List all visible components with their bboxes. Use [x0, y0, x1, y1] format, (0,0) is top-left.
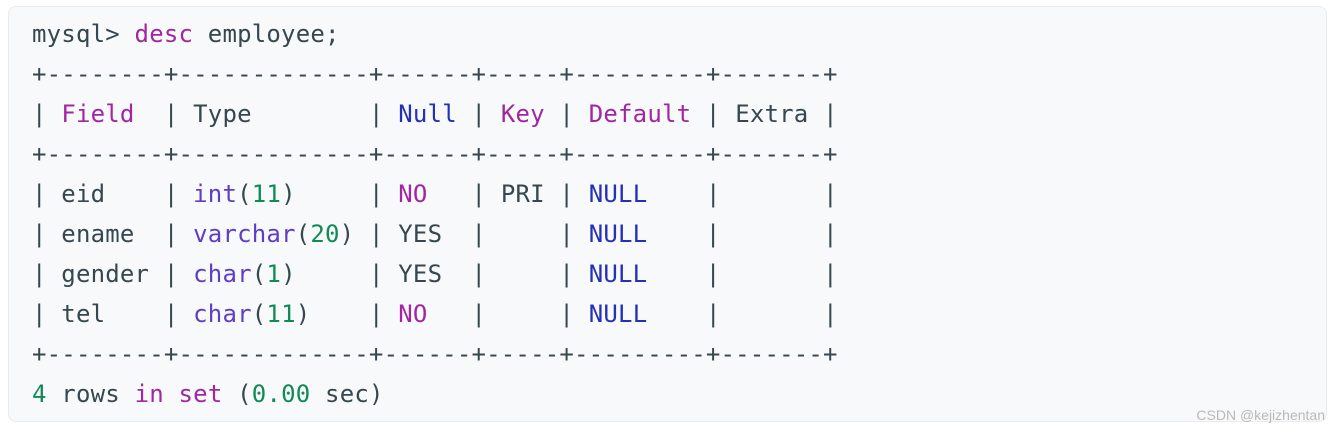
- code-segment: 4: [32, 380, 47, 408]
- command-line: mysql> desc employee;: [32, 14, 1303, 54]
- code-segment: +--------+-------------+------+-----+---…: [32, 140, 838, 168]
- code-segment: | eid |: [32, 180, 194, 208]
- code-segment: | ename |: [32, 220, 194, 248]
- code-segment: desc: [134, 20, 194, 48]
- code-segment: +--------+-------------+------+-----+---…: [32, 60, 838, 88]
- code-segment: varchar: [193, 220, 296, 248]
- code-segment: [164, 380, 179, 408]
- code-segment: Default: [588, 100, 692, 128]
- table-header-row: | Field | Type | Null | Key | Default | …: [32, 94, 1303, 134]
- code-segment: char: [193, 260, 252, 288]
- code-segment: | PRI |: [427, 180, 589, 208]
- code-segment: 1: [266, 260, 282, 288]
- status-line: 4 rows in set (0.00 sec): [32, 374, 1303, 414]
- code-segment: NO: [398, 180, 428, 208]
- code-segment: ) | YES | |: [339, 220, 589, 248]
- code-segment: +--------+-------------+------+-----+---…: [32, 340, 838, 368]
- code-segment: NO: [398, 300, 428, 328]
- code-segment: NULL: [588, 300, 648, 328]
- code-segment: NULL: [588, 220, 648, 248]
- code-segment: ) | YES | |: [281, 260, 589, 288]
- table-border-top: +--------+-------------+------+-----+---…: [32, 54, 1303, 94]
- code-segment: Key: [500, 100, 545, 128]
- code-segment: int: [193, 180, 238, 208]
- code-segment: | tel |: [32, 300, 194, 328]
- table-border-middle: +--------+-------------+------+-----+---…: [32, 134, 1303, 174]
- code-segment: 20: [310, 220, 340, 248]
- code-segment: | |: [647, 300, 838, 328]
- code-segment: NULL: [588, 180, 648, 208]
- code-segment: employee;: [193, 20, 340, 48]
- code-segment: 11: [266, 300, 296, 328]
- code-segment: char: [193, 300, 252, 328]
- code-segment: |: [32, 100, 62, 128]
- code-segment: mysql>: [32, 20, 135, 48]
- table-border-bottom: +--------+-------------+------+-----+---…: [32, 334, 1303, 374]
- code-segment: | |: [647, 220, 838, 248]
- code-segment: |: [544, 100, 589, 128]
- table-row-ename: | ename | varchar(20) | YES | | NULL | |: [32, 214, 1303, 254]
- code-segment: ) |: [281, 180, 399, 208]
- code-segment: | Type |: [134, 100, 399, 128]
- code-segment: 11: [251, 180, 282, 208]
- csdn-watermark: CSDN @kejizhentan: [1196, 407, 1325, 423]
- code-segment: Null: [398, 100, 457, 128]
- code-segment: sec): [310, 380, 384, 408]
- code-segment: rows: [46, 380, 135, 408]
- code-segment: | Extra |: [691, 100, 838, 128]
- code-segment: ) |: [295, 300, 399, 328]
- table-row-gender: | gender | char(1) | YES | | NULL | |: [32, 254, 1303, 294]
- code-segment: in: [134, 380, 164, 408]
- mysql-terminal-output: mysql> desc employee; +--------+---------…: [8, 6, 1327, 422]
- code-segment: 0.00: [251, 380, 311, 408]
- table-row-tel: | tel | char(11) | NO | | NULL | |: [32, 294, 1303, 334]
- code-segment: | gender |: [32, 260, 194, 288]
- code-segment: set: [178, 380, 223, 408]
- code-segment: (: [251, 300, 267, 328]
- code-segment: Field: [61, 100, 135, 128]
- code-segment: (: [237, 180, 252, 208]
- table-row-eid: | eid | int(11) | NO | PRI | NULL | |: [32, 174, 1303, 214]
- code-segment: (: [295, 220, 311, 248]
- code-segment: | |: [427, 300, 589, 328]
- code-segment: (: [222, 380, 252, 408]
- code-segment: | |: [647, 260, 838, 288]
- code-segment: NULL: [588, 260, 648, 288]
- code-segment: (: [251, 260, 267, 288]
- code-segment: |: [456, 100, 501, 128]
- code-segment: | |: [647, 180, 838, 208]
